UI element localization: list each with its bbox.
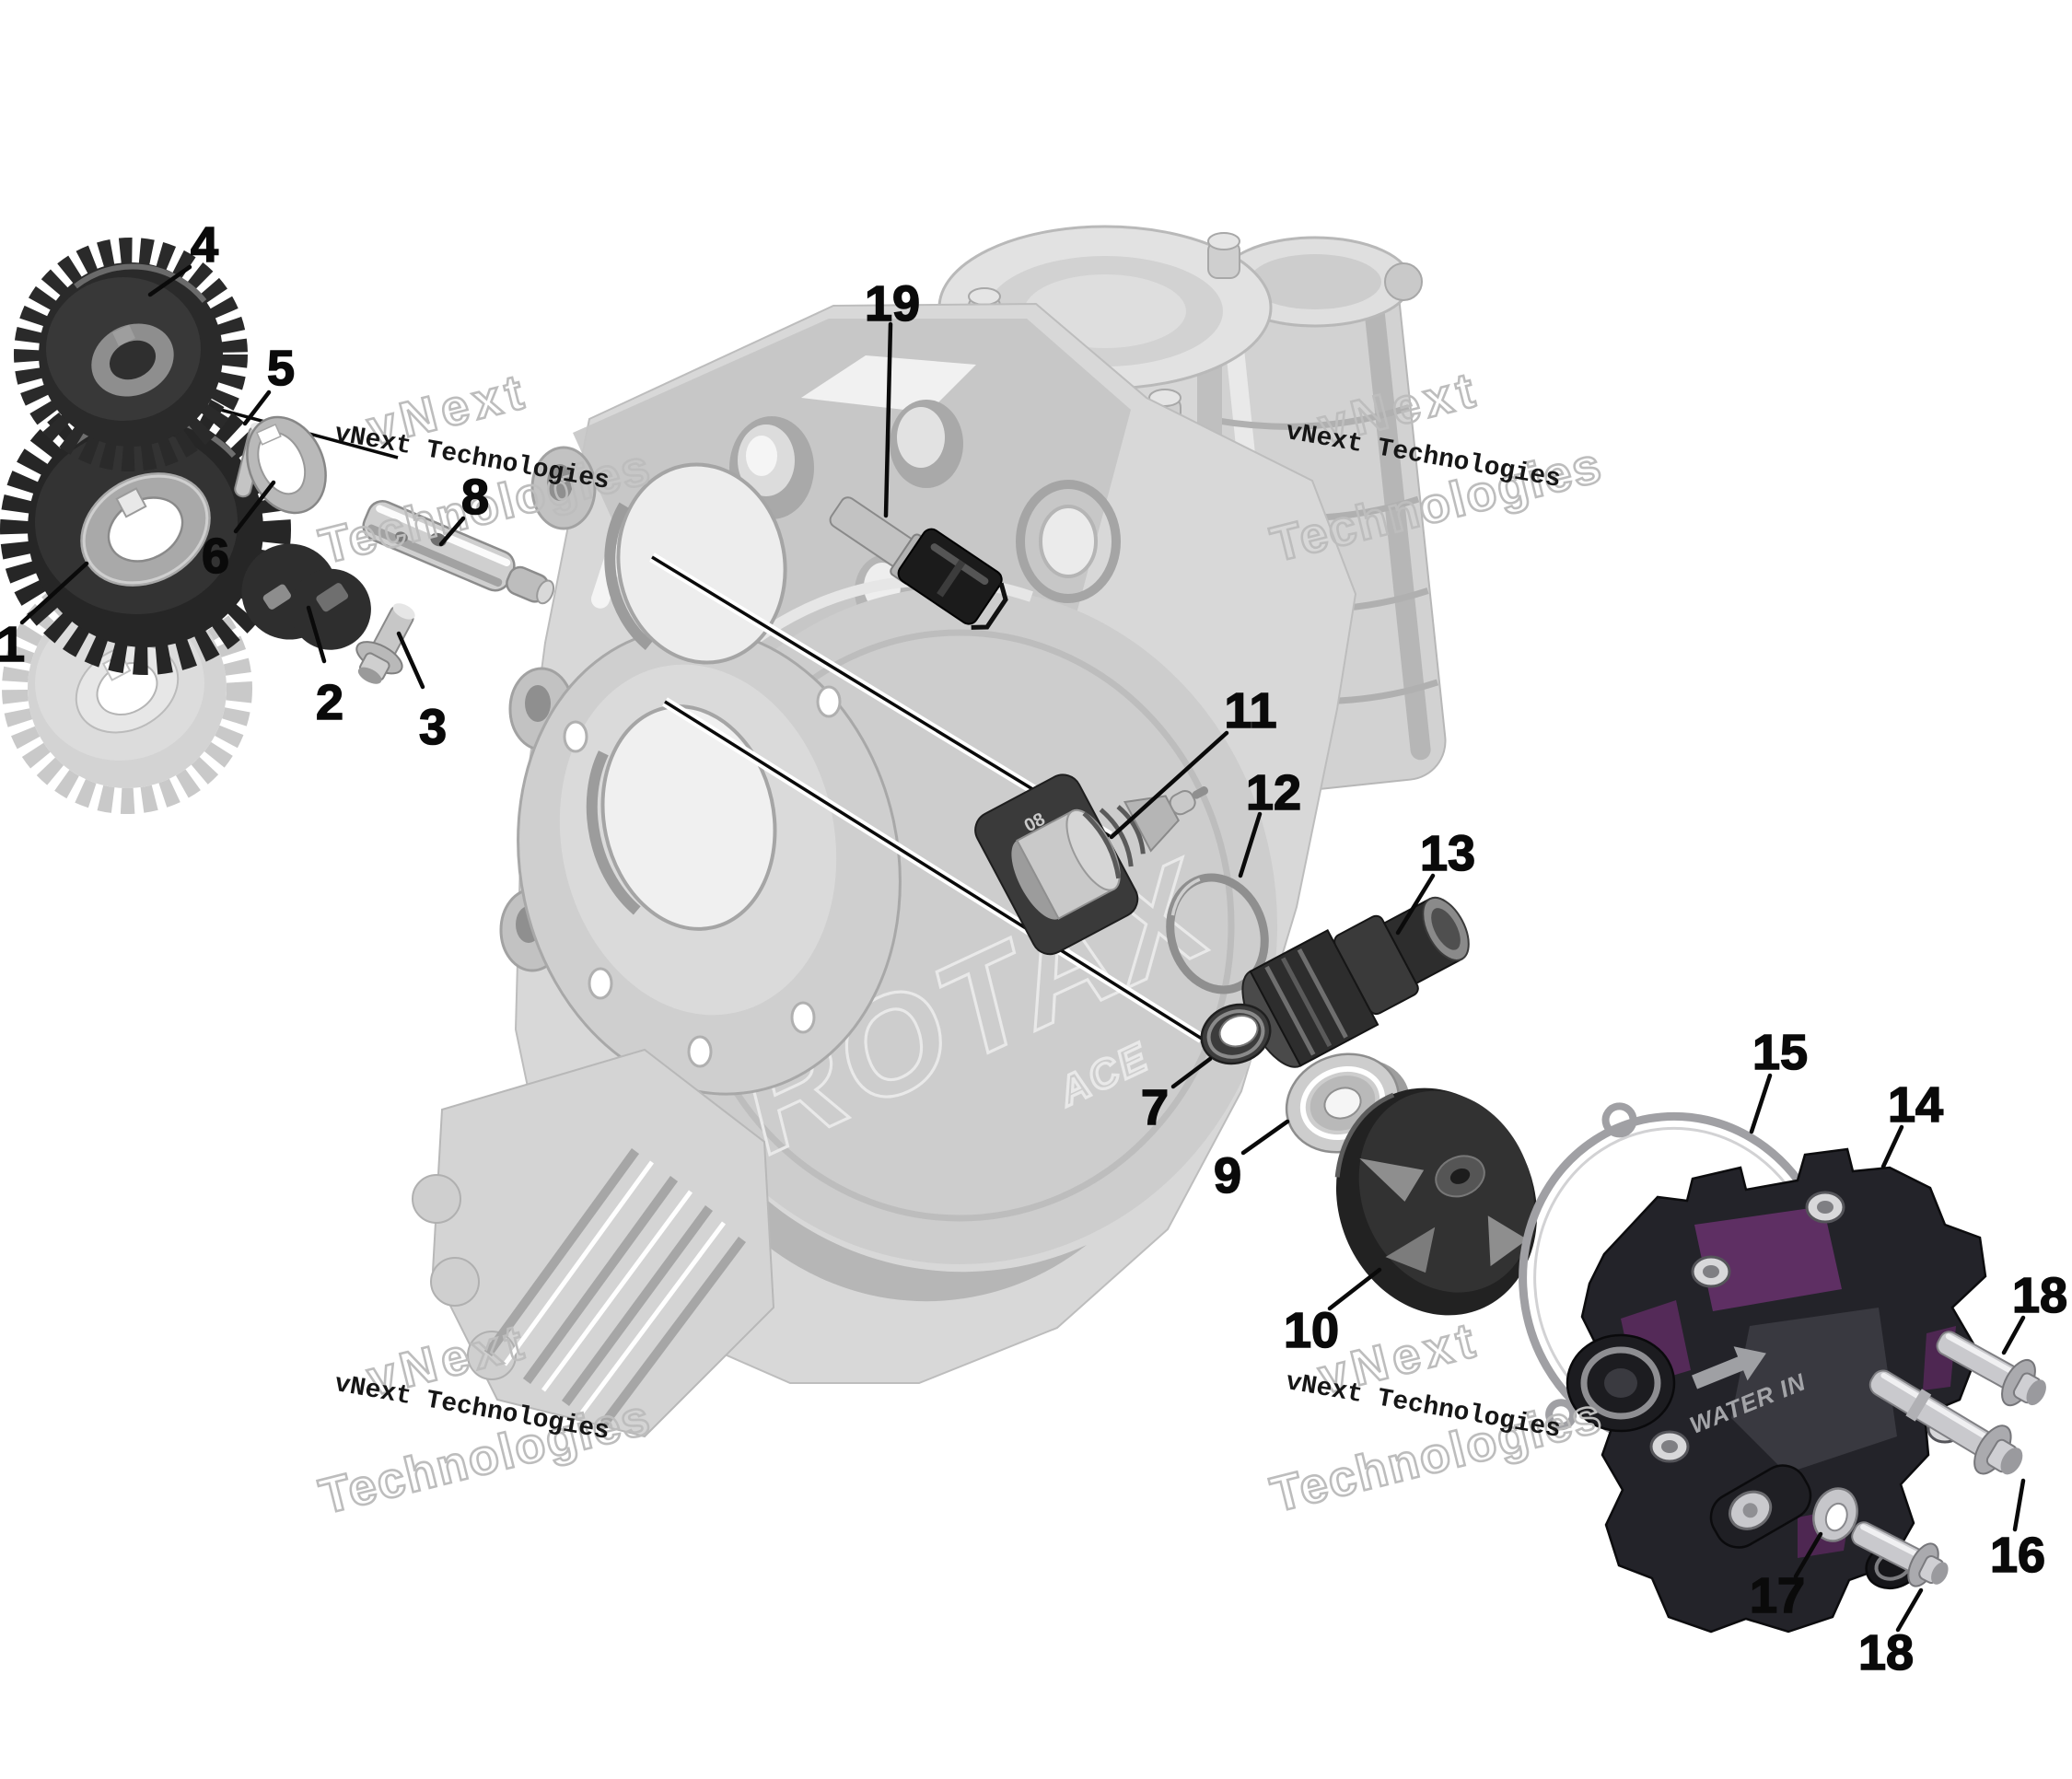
callout-number: 8 <box>461 470 489 525</box>
callout-number: 1 <box>0 617 25 672</box>
pump-lower-tube <box>1709 1464 1812 1549</box>
callout-line <box>147 264 192 297</box>
callout-number: 14 <box>1888 1077 1943 1133</box>
pump-cover-14: WATER IN <box>1566 1147 1987 1634</box>
callout-18: 18 <box>2001 1267 2068 1355</box>
callout-line <box>438 516 466 547</box>
callout-line <box>19 561 89 625</box>
callout-16: 16 <box>1989 1478 2046 1584</box>
callout-7: 7 <box>1140 1056 1213 1136</box>
callout-number: 18 <box>2012 1268 2067 1323</box>
cap-2 <box>241 543 371 650</box>
callout-number: 6 <box>202 529 229 584</box>
callout-10: 10 <box>1283 1267 1382 1359</box>
pump-mount-face <box>517 462 902 1096</box>
callout-number: 3 <box>419 700 447 755</box>
callout-18: 18 <box>1857 1587 1924 1681</box>
callout-number: 5 <box>267 341 295 396</box>
callout-line <box>2001 1315 2026 1355</box>
callout-number: 11 <box>1224 683 1276 738</box>
callout-15: 15 <box>1749 1024 1809 1134</box>
shaft-8 <box>362 500 555 605</box>
engine-ghost: ROTAX ACE <box>412 225 1447 1438</box>
callout-number: 17 <box>1750 1568 1805 1623</box>
callout-number: 13 <box>1420 826 1475 881</box>
callout-19: 19 <box>864 275 921 518</box>
callout-1: 1 <box>0 561 89 673</box>
callout-3: 3 <box>396 631 448 756</box>
callout-number: 18 <box>1858 1625 1914 1680</box>
callout-4: 4 <box>147 216 219 297</box>
callout-number: 10 <box>1284 1303 1339 1358</box>
callout-line <box>233 480 276 534</box>
callout-number: 12 <box>1246 765 1301 820</box>
callout-line <box>1895 1587 1924 1633</box>
callout-number: 4 <box>191 217 218 273</box>
callout-line <box>1327 1267 1382 1311</box>
callout-8: 8 <box>438 469 490 547</box>
callout-9: 9 <box>1213 1119 1290 1204</box>
callout-5: 5 <box>242 340 296 426</box>
callout-17: 17 <box>1749 1531 1823 1624</box>
callout-number: 16 <box>1990 1528 2045 1583</box>
callout-number: 19 <box>865 276 920 331</box>
callout-line <box>242 390 272 426</box>
sensor-19 <box>829 496 1008 630</box>
bolt-16 <box>1868 1369 2023 1475</box>
callout-line <box>1395 873 1436 936</box>
callout-line <box>306 605 327 664</box>
callout-12: 12 <box>1238 764 1302 878</box>
gear-4 <box>14 238 248 471</box>
exploded-parts: 08 <box>0 238 2046 1634</box>
water-in-arrow <box>1692 1346 1766 1389</box>
callout-line <box>1240 1119 1290 1156</box>
callout-2: 2 <box>306 605 344 731</box>
bolt-3 <box>355 603 415 684</box>
oring-12 <box>1166 873 1269 994</box>
callout-line <box>1749 1073 1773 1134</box>
seal-bore-line <box>664 700 1203 1041</box>
callout-line <box>1793 1531 1823 1579</box>
callout-line <box>1880 1124 1904 1169</box>
callout-14: 14 <box>1880 1076 1944 1169</box>
callout-11: 11 <box>1109 682 1277 840</box>
callout-line <box>1109 730 1229 840</box>
callout-13: 13 <box>1395 825 1476 936</box>
washer-17 <box>1812 1487 1858 1542</box>
callout-6: 6 <box>201 480 276 585</box>
callout-line <box>1238 811 1263 878</box>
ribbed-section <box>412 1048 775 1438</box>
callout-number: 15 <box>1752 1025 1808 1080</box>
seal-7 <box>1200 1003 1272 1065</box>
callout-line <box>2012 1478 2026 1532</box>
bolt-18-top <box>1936 1331 2046 1407</box>
callout-line <box>1170 1056 1213 1089</box>
callout-number: 7 <box>1141 1080 1169 1135</box>
impeller-10 <box>1334 1087 1538 1316</box>
thermostat-11: 08 <box>974 773 1209 956</box>
callout-line <box>396 631 425 690</box>
callout-number: 9 <box>1214 1148 1241 1203</box>
bolt-18-bottom <box>1851 1521 1949 1587</box>
callout-number: 2 <box>316 675 343 730</box>
callout-line <box>883 321 893 518</box>
